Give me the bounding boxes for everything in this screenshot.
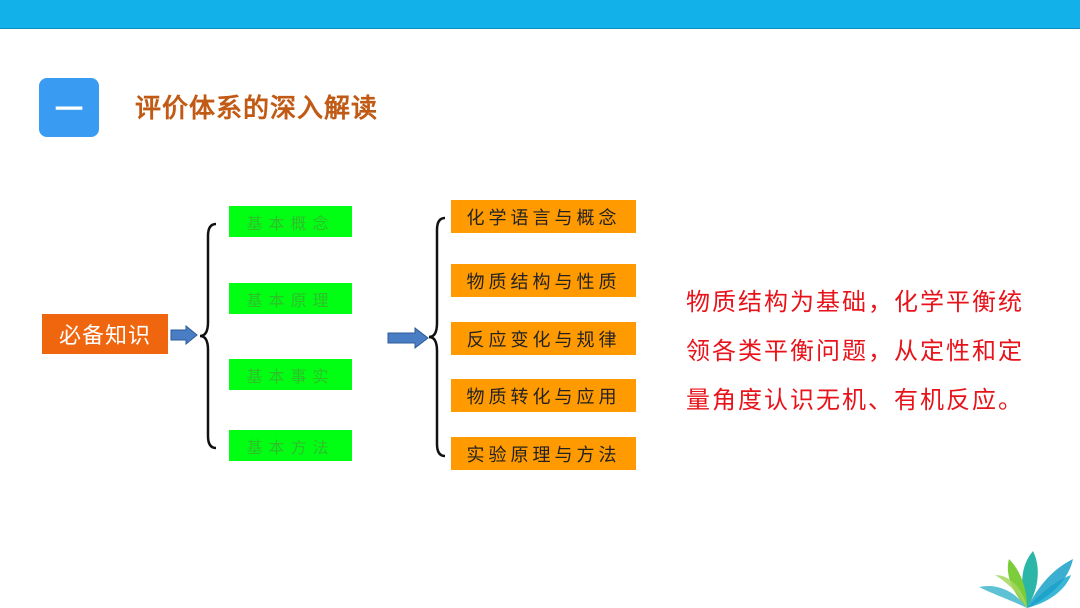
root-node: 必备知识 xyxy=(42,314,168,354)
level2-box-5: 实验原理与方法 xyxy=(451,437,636,470)
level1-box-4: 基本方法 xyxy=(229,430,352,461)
lotus-logo-icon xyxy=(975,545,1080,608)
arrow-right-icon xyxy=(170,325,198,345)
section-number-badge: 一 xyxy=(39,78,99,137)
level2-box-3: 反应变化与规律 xyxy=(451,322,636,355)
level2-box-2: 物质结构与性质 xyxy=(451,264,636,297)
level1-box-3: 基本事实 xyxy=(229,359,352,390)
level2-box-1: 化学语言与概念 xyxy=(451,200,636,233)
summary-line-1: 物质结构为基础，化学平衡统 xyxy=(686,278,1046,327)
summary-line-3: 量角度认识无机、有机反应。 xyxy=(686,376,1046,425)
section-number: 一 xyxy=(55,88,83,128)
arrow-right-icon xyxy=(387,327,429,349)
level2-box-4: 物质转化与应用 xyxy=(451,379,636,412)
level1-box-2: 基本原理 xyxy=(229,283,352,314)
summary-line-2: 领各类平衡问题，从定性和定 xyxy=(686,327,1046,376)
level1-box-1: 基本概念 xyxy=(229,206,352,237)
left-brace-1 xyxy=(198,222,220,450)
page-title: 评价体系的深入解读 xyxy=(135,88,378,125)
left-brace-2 xyxy=(427,216,449,458)
top-bar xyxy=(0,0,1080,29)
summary-text: 物质结构为基础，化学平衡统 领各类平衡问题，从定性和定 量角度认识无机、有机反应… xyxy=(686,278,1046,425)
